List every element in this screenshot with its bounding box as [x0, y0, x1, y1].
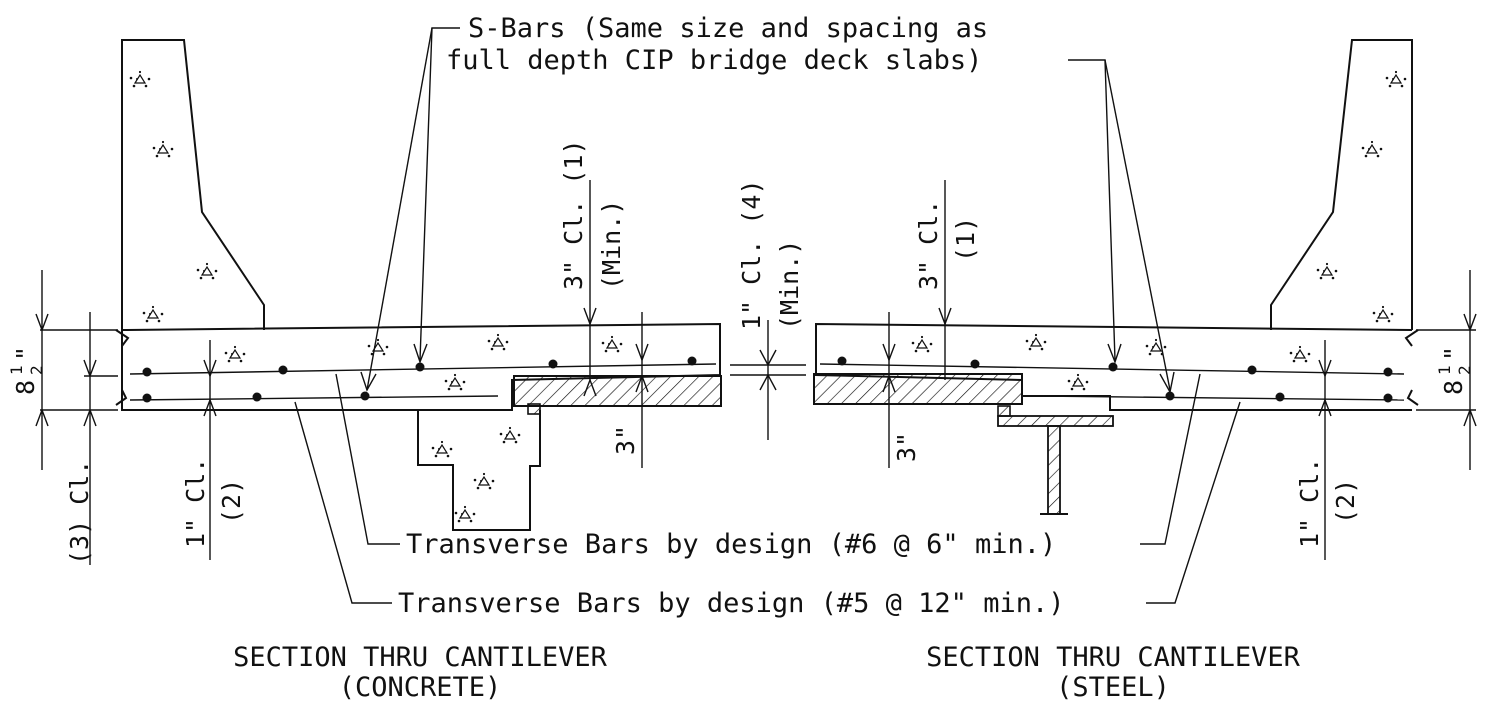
slab-depth-left: 8 1 2 ": [7, 346, 46, 395]
right-section: [813, 39, 1419, 515]
svg-text:2: 2: [27, 365, 46, 375]
cl-1in-right-b: (2): [1331, 479, 1360, 524]
joint: [730, 320, 806, 440]
cl-3in-b: (Min.): [597, 200, 626, 290]
left-girder: [417, 410, 541, 531]
transverse-bottom-note: Transverse Bars by design (#5 @ 12" min.…: [398, 588, 1064, 619]
cl-3in-steel-a: 3" Cl.: [914, 200, 943, 290]
svg-text:8: 8: [11, 380, 40, 395]
left-aggregate: [129, 70, 623, 523]
right-aggregate: [911, 70, 1407, 391]
cl-1in-left-a: 1" Cl.: [181, 458, 210, 548]
svg-text:2: 2: [1455, 365, 1474, 375]
slab-depth-right: 8 1 2 ": [1435, 346, 1474, 395]
left-parapet: [121, 39, 265, 330]
cl-3-left: (3) Cl.: [65, 460, 94, 565]
left-rebar-dots: [142, 356, 697, 403]
svg-text:1: 1: [1435, 365, 1454, 375]
leaders: [294, 27, 1241, 604]
dimension-lines: [35, 180, 1477, 565]
left-section-subtitle: (CONCRETE): [339, 672, 502, 703]
three-inch-left: 3": [611, 425, 640, 455]
s-bars-note-line2: full depth CIP bridge deck slabs): [446, 45, 982, 76]
left-precast-panel: [513, 375, 722, 407]
s-bars-note-line1: S-Bars (Same size and spacing as: [468, 13, 988, 44]
left-section: [115, 39, 722, 531]
three-inch-right: 3": [892, 432, 921, 462]
svg-text:": ": [1439, 346, 1468, 361]
left-slab: [121, 322, 721, 411]
svg-text:": ": [11, 346, 40, 361]
transverse-top-note: Transverse Bars by design (#6 @ 6" min.): [406, 529, 1056, 560]
cl-1in-mid-b: (Min.): [775, 240, 804, 330]
cl-1in-mid-a: 1" Cl. (4): [737, 179, 766, 330]
cl-3in-a: 3" Cl. (1): [559, 139, 588, 290]
cl-3in-steel-b: (1): [951, 217, 980, 262]
svg-text:1: 1: [7, 365, 26, 375]
right-rebar-dots: [837, 356, 1393, 403]
right-steel-web: [1047, 425, 1061, 515]
right-section-subtitle: (STEEL): [1056, 672, 1170, 703]
cl-1in-right-a: 1" Cl.: [1295, 458, 1324, 548]
cl-1in-left-b: (2): [217, 479, 246, 524]
right-steel-flange: [997, 415, 1114, 427]
right-parapet: [1270, 39, 1413, 330]
svg-text:8: 8: [1439, 380, 1468, 395]
left-section-title: SECTION THRU CANTILEVER: [233, 642, 608, 673]
right-precast-panel: [813, 373, 1023, 405]
right-section-title: SECTION THRU CANTILEVER: [926, 642, 1301, 673]
